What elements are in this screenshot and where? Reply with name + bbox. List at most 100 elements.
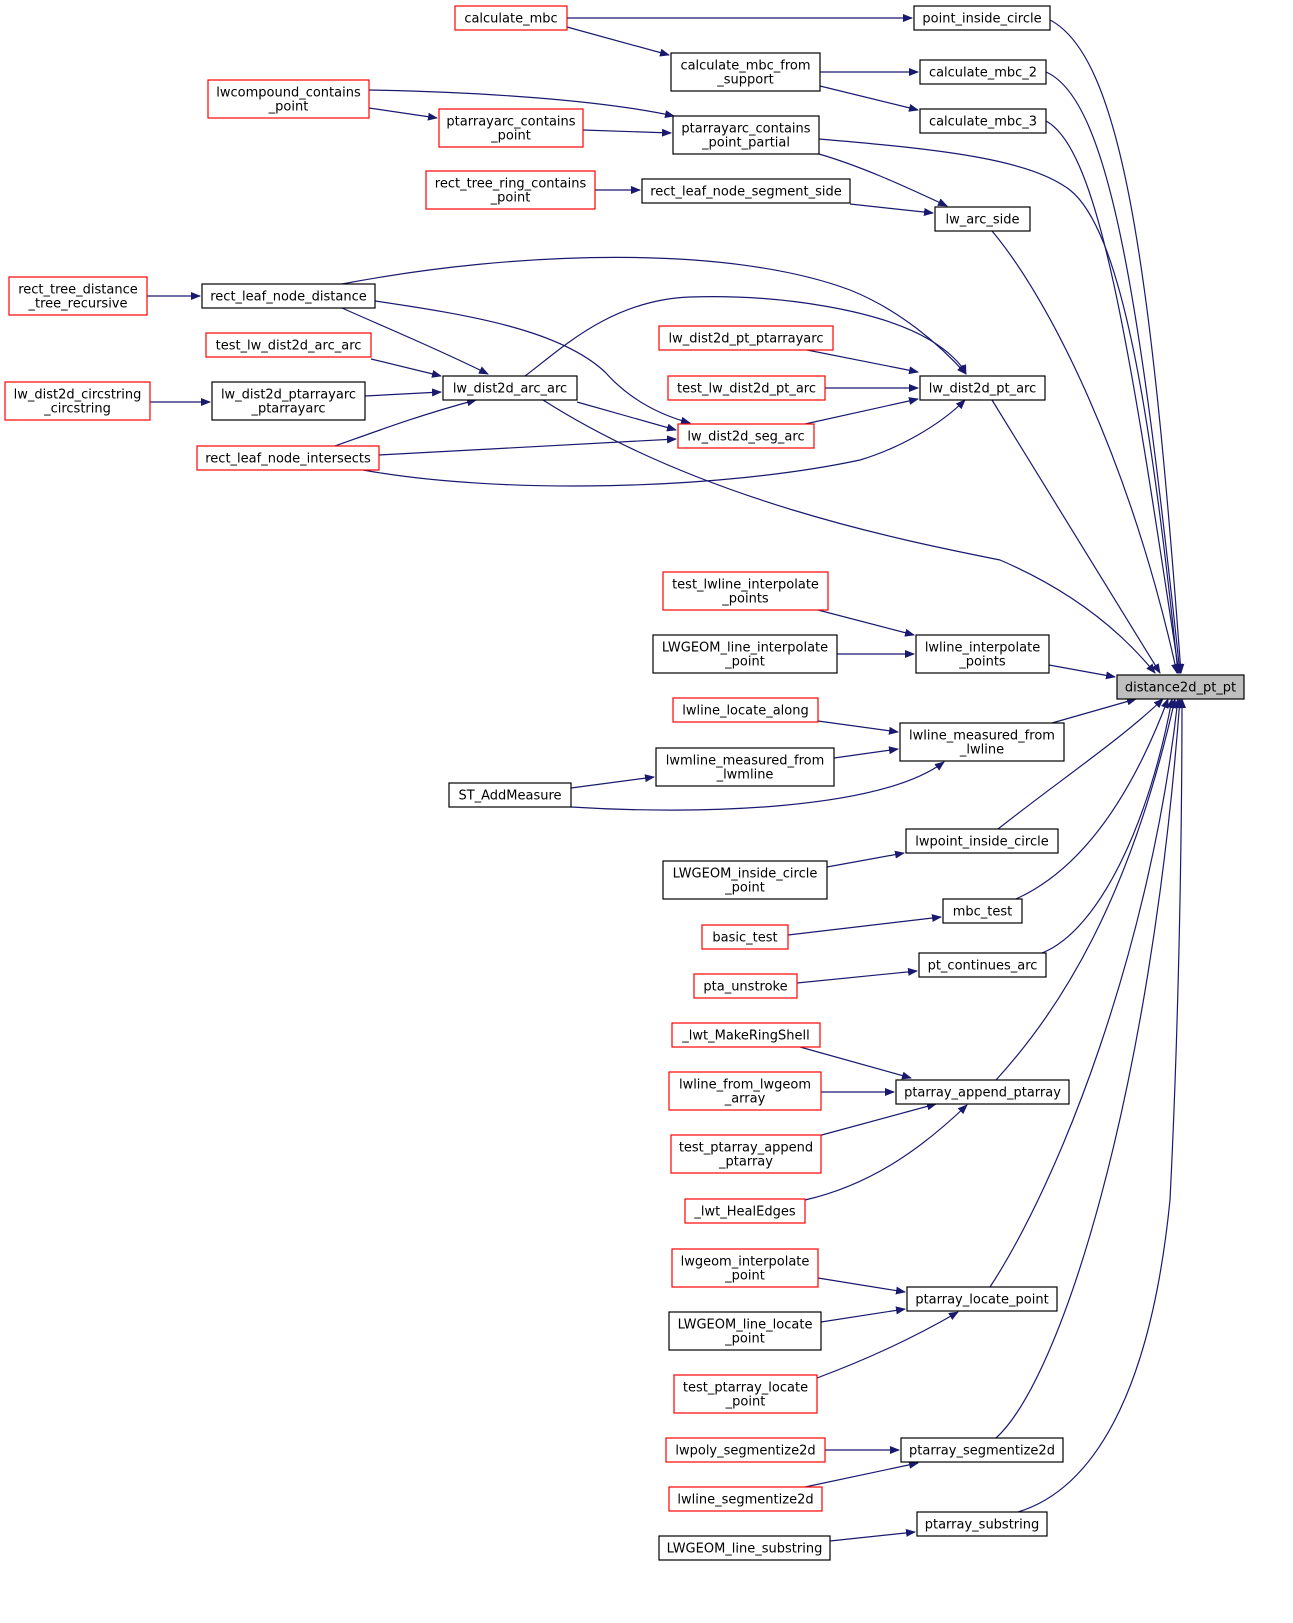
node-label: lw_dist2d_arc_arc bbox=[453, 382, 567, 397]
node-test_ptarray_locate_point[interactable]: test_ptarray_locate_point bbox=[673, 1374, 818, 1414]
node-label: _lwmline bbox=[716, 768, 774, 783]
node-rect_leaf_node_distance[interactable]: rect_leaf_node_distance bbox=[201, 283, 376, 309]
node-box bbox=[684, 1198, 806, 1224]
node-label: rect_leaf_node_distance bbox=[210, 290, 366, 305]
node-lw_dist2d_arc_arc[interactable]: lw_dist2d_arc_arc bbox=[442, 375, 578, 401]
edge-lwline_segmentize2d-to-ptarray_segmentize2d bbox=[804, 1460, 919, 1488]
edge-lwcompound_contains_point-to-ptarrayarc_contains_point bbox=[368, 107, 438, 121]
node-label: LWGEOM_inside_circle bbox=[673, 867, 818, 882]
node-lwline_locate_along[interactable]: lwline_locate_along bbox=[672, 697, 819, 723]
node-lwgeom_interpolate_point[interactable]: lwgeom_interpolate_point bbox=[671, 1248, 819, 1288]
edge-lw_dist2d_seg_arc-to-lw_dist2d_pt_arc bbox=[804, 397, 919, 425]
edge-ptarray_append_ptarray-to-distance2d_pt_pt bbox=[995, 698, 1177, 1081]
node-lw_arc_side[interactable]: lw_arc_side bbox=[934, 206, 1031, 232]
node-test_lwline_interpolate_points[interactable]: test_lwline_interpolate_points bbox=[662, 571, 829, 611]
node-label: calculate_mbc_2 bbox=[929, 66, 1037, 81]
edge-basic_test-to-mbc_test bbox=[787, 914, 942, 936]
node-label: lw_dist2d_seg_arc bbox=[687, 430, 804, 445]
node-label: calculate_mbc bbox=[464, 12, 557, 27]
node-LWGEOM_line_interpolate_point[interactable]: LWGEOM_line_interpolate_point bbox=[652, 634, 838, 674]
edge-lwline_locate_along-to-lwline_measured_from_lwline bbox=[817, 720, 899, 735]
node-box bbox=[916, 1511, 1048, 1537]
node-lwpoint_inside_circle[interactable]: lwpoint_inside_circle bbox=[905, 828, 1059, 854]
node-box bbox=[915, 634, 1050, 674]
node-lwline_measured_from_lwline[interactable]: lwline_measured_from_lwline bbox=[899, 722, 1065, 762]
node-ptarrayarc_contains_point[interactable]: ptarrayarc_contains_point bbox=[438, 108, 584, 148]
node-box bbox=[662, 571, 829, 611]
edge-rect_leaf_node_distance-to-lw_dist2d_arc_arc bbox=[341, 307, 489, 375]
node-lwcompound_contains_point[interactable]: lwcompound_contains_point bbox=[207, 79, 370, 119]
node-label: calculate_mbc_from bbox=[680, 59, 810, 74]
node-lw_dist2d_pt_arc[interactable]: lw_dist2d_pt_arc bbox=[919, 375, 1046, 401]
node-LWGEOM_line_locate_point[interactable]: LWGEOM_line_locate_point bbox=[668, 1311, 822, 1351]
node-box bbox=[211, 381, 366, 421]
node-lwline_segmentize2d[interactable]: lwline_segmentize2d bbox=[668, 1486, 823, 1512]
node-calculate_mbc_2[interactable]: calculate_mbc_2 bbox=[919, 59, 1047, 85]
node-_lwt_MakeRingShell[interactable]: _lwt_MakeRingShell bbox=[671, 1022, 821, 1048]
node-box bbox=[672, 115, 820, 155]
node-lw_dist2d_seg_arc[interactable]: lw_dist2d_seg_arc bbox=[677, 423, 815, 449]
node-box bbox=[905, 828, 1059, 854]
node-LWGEOM_line_substring[interactable]: LWGEOM_line_substring bbox=[658, 1535, 831, 1561]
node-label: _point bbox=[724, 881, 765, 896]
node-lwline_interpolate_points[interactable]: lwline_interpolate_points bbox=[915, 634, 1050, 674]
edge-lwline_interpolate_points-to-distance2d_pt_pt bbox=[1048, 664, 1116, 680]
edge-pta_unstroke-to-pt_continues_arc bbox=[796, 967, 918, 984]
node-label: lw_dist2d_pt_arc bbox=[929, 382, 1037, 397]
edge-test_lwline_interpolate_points-to-lwline_interpolate_points bbox=[817, 609, 915, 637]
node-box bbox=[655, 747, 835, 787]
node-box bbox=[900, 1437, 1064, 1463]
node-point_inside_circle[interactable]: point_inside_circle bbox=[913, 5, 1051, 31]
node-rect_leaf_node_segment_side[interactable]: rect_leaf_node_segment_side bbox=[641, 178, 851, 204]
edges-layer bbox=[147, 14, 1186, 1542]
node-lw_dist2d_circstring_circstring[interactable]: lw_dist2d_circstring_circstring bbox=[4, 381, 151, 421]
edge-LWGEOM_line_locate_point-to-ptarray_locate_point bbox=[820, 1306, 906, 1323]
node-ptarray_segmentize2d[interactable]: ptarray_segmentize2d bbox=[900, 1437, 1064, 1463]
edge-LWGEOM_line_substring-to-ptarray_substring bbox=[829, 1528, 916, 1542]
node-lwpoly_segmentize2d[interactable]: lwpoly_segmentize2d bbox=[665, 1437, 826, 1463]
node-_lwt_HealEdges[interactable]: _lwt_HealEdges bbox=[684, 1198, 806, 1224]
node-ptarray_locate_point[interactable]: ptarray_locate_point bbox=[906, 1286, 1058, 1312]
node-lwline_from_lwgeom_array[interactable]: lwline_from_lwgeom_array bbox=[668, 1071, 822, 1111]
node-box bbox=[671, 1022, 821, 1048]
node-label: ST_AddMeasure bbox=[458, 789, 561, 804]
node-lw_dist2d_pt_ptarrayarc[interactable]: lw_dist2d_pt_ptarrayarc bbox=[658, 325, 834, 351]
node-rect_tree_ring_contains_point[interactable]: rect_tree_ring_contains_point bbox=[425, 170, 596, 210]
node-pt_continues_arc[interactable]: pt_continues_arc bbox=[918, 952, 1047, 978]
edge-lwcompound_contains_point-to-ptarrayarc_contains_point_partial bbox=[368, 89, 675, 119]
node-box bbox=[662, 860, 828, 900]
node-calculate_mbc_3[interactable]: calculate_mbc_3 bbox=[919, 108, 1047, 134]
node-mbc_test[interactable]: mbc_test bbox=[942, 898, 1023, 924]
node-lwmline_measured_from_lwmline[interactable]: lwmline_measured_from_lwmline bbox=[655, 747, 835, 787]
node-rect_leaf_node_intersects[interactable]: rect_leaf_node_intersects bbox=[196, 445, 380, 471]
node-test_lw_dist2d_arc_arc[interactable]: test_lw_dist2d_arc_arc bbox=[205, 332, 372, 358]
edge-ptarray_locate_point-to-distance2d_pt_pt bbox=[989, 698, 1181, 1288]
node-label: lwline_from_lwgeom bbox=[679, 1078, 811, 1093]
node-ptarrayarc_contains_point_partial[interactable]: ptarrayarc_contains_point_partial bbox=[672, 115, 820, 155]
node-pta_unstroke[interactable]: pta_unstroke bbox=[693, 973, 798, 999]
node-ptarray_substring[interactable]: ptarray_substring bbox=[916, 1511, 1048, 1537]
node-basic_test[interactable]: basic_test bbox=[701, 924, 789, 950]
node-test_ptarray_append_ptarray[interactable]: test_ptarray_append_ptarray bbox=[670, 1134, 822, 1174]
node-label: pt_continues_arc bbox=[928, 959, 1038, 974]
node-label: _point bbox=[490, 191, 531, 206]
node-label: ptarray_segmentize2d bbox=[909, 1444, 1055, 1459]
edge-ptarray_substring-to-distance2d_pt_pt bbox=[1017, 698, 1186, 1513]
node-ptarray_append_ptarray[interactable]: ptarray_append_ptarray bbox=[895, 1079, 1070, 1105]
node-label: _point bbox=[490, 129, 531, 144]
node-label: point_inside_circle bbox=[922, 12, 1041, 27]
node-box bbox=[919, 375, 1046, 401]
node-lw_dist2d_ptarrayarc_ptarrayarc[interactable]: lw_dist2d_ptarrayarc_ptarrayarc bbox=[211, 381, 366, 421]
node-label: lwpoint_inside_circle bbox=[915, 835, 1048, 850]
edge-calculate_mbc_2-to-distance2d_pt_pt bbox=[1045, 71, 1184, 674]
node-test_lw_dist2d_pt_arc[interactable]: test_lw_dist2d_pt_arc bbox=[667, 375, 826, 401]
node-box bbox=[658, 1535, 831, 1561]
node-label: _circstring bbox=[43, 402, 111, 417]
node-LWGEOM_inside_circle_point[interactable]: LWGEOM_inside_circle_point bbox=[662, 860, 828, 900]
node-rect_tree_distance_tree_recursive[interactable]: rect_tree_distance_tree_recursive bbox=[8, 276, 148, 316]
node-distance2d_pt_pt[interactable]: distance2d_pt_pt bbox=[1116, 674, 1245, 700]
node-calculate_mbc_from_support[interactable]: calculate_mbc_from_support bbox=[670, 52, 821, 92]
node-label: mbc_test bbox=[953, 905, 1013, 920]
node-calculate_mbc[interactable]: calculate_mbc bbox=[454, 5, 568, 31]
node-ST_AddMeasure[interactable]: ST_AddMeasure bbox=[448, 782, 572, 808]
